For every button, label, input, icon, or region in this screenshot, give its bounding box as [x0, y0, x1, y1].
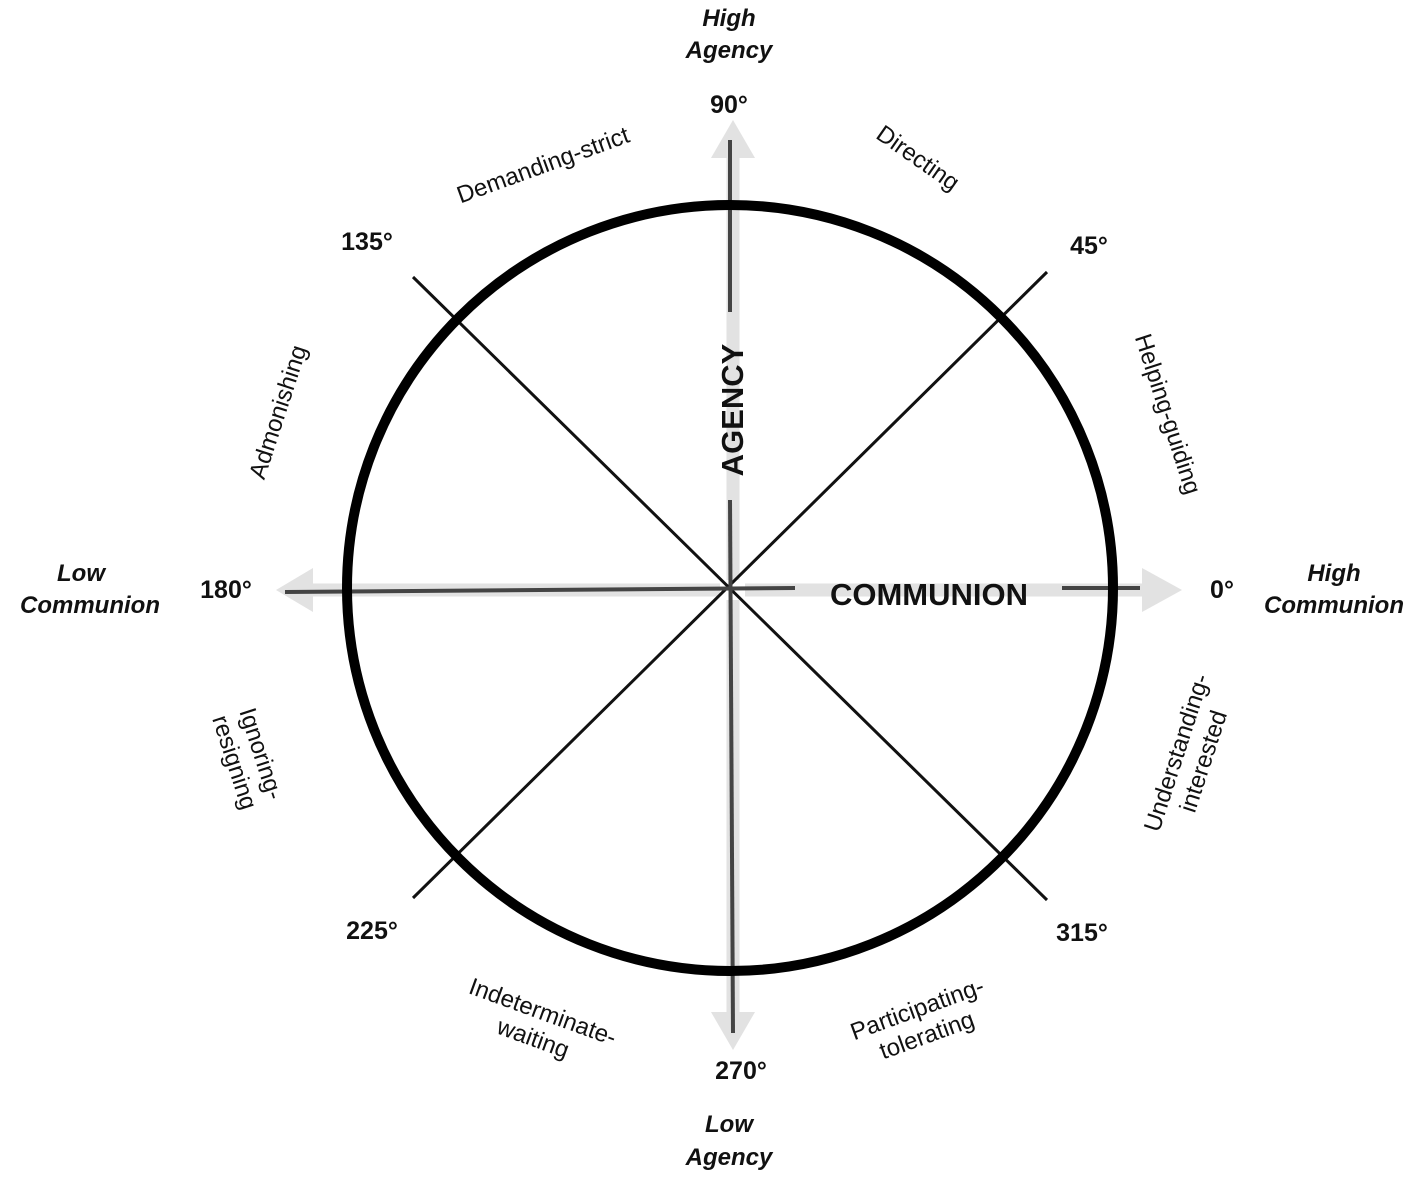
pole-label-line: Low: [57, 560, 106, 587]
pole-label-line: Low: [705, 1111, 754, 1138]
angle-label-315: 315°: [1056, 919, 1108, 947]
pole-high-communion: High Communion: [1264, 560, 1404, 619]
pole-label-line: High: [702, 5, 755, 32]
angle-labels: 90° 45° 135° 180° 0° 225° 315° 270°: [200, 91, 1234, 1085]
octant-label-line: Directing: [871, 120, 964, 196]
pole-label-line: Agency: [685, 37, 774, 64]
octant-understanding-interested: Understanding- interested: [1139, 671, 1233, 835]
angle-label-135: 135°: [341, 228, 393, 256]
octant-label-line: Helping-guiding: [1129, 331, 1206, 498]
octant-ignoring-resigning: Ignoring- resigning: [206, 705, 288, 813]
axis-lines: [284, 140, 1140, 1034]
octant-directing: Directing: [871, 120, 964, 196]
octant-helping-guiding: Helping-guiding: [1129, 331, 1206, 498]
angle-label-0: 0°: [1210, 576, 1234, 604]
octant-indeterminate-waiting: Indeterminate- waiting: [465, 973, 620, 1064]
arrow-up-head: [711, 120, 755, 158]
pole-label-line: High: [1307, 560, 1360, 587]
angle-label-225: 225°: [346, 917, 398, 945]
pole-low-communion: Low Communion: [20, 560, 160, 619]
pole-label-line: Communion: [20, 592, 160, 619]
octant-label-line: Demanding-strict: [453, 122, 633, 210]
pole-low-agency: Low Agency: [685, 1111, 774, 1171]
agency-axis-title: AGENCY: [715, 343, 750, 476]
arrow-right-head: [1142, 568, 1182, 612]
circumplex-circle: [342, 200, 1118, 976]
angle-label-45: 45°: [1070, 232, 1108, 260]
pole-high-agency: High Agency: [685, 5, 774, 64]
communion-axis-title: COMMUNION: [830, 577, 1028, 612]
octant-demanding-strict: Demanding-strict: [453, 122, 633, 210]
pole-label-line: Communion: [1264, 592, 1404, 619]
angle-label-180: 180°: [200, 576, 252, 604]
octant-admonishing: Admonishing: [244, 342, 313, 482]
communion-axis-line-left: [284, 586, 796, 594]
angle-label-90: 90°: [710, 91, 748, 119]
angle-label-270: 270°: [715, 1057, 767, 1085]
pole-label-line: Agency: [685, 1144, 774, 1171]
octant-participating-tolerating: Participating- tolerating: [847, 973, 988, 1066]
octant-label-line: Admonishing: [244, 342, 313, 482]
